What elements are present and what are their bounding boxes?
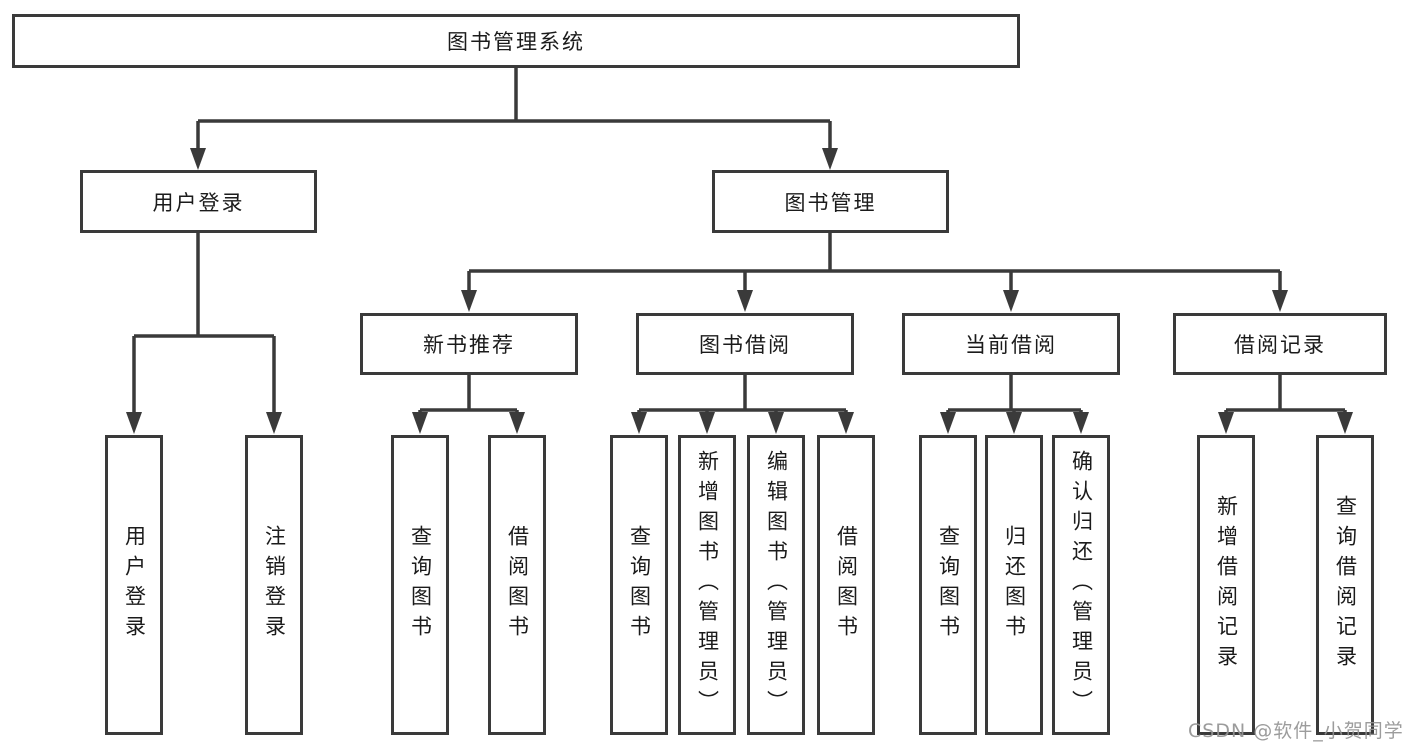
arrowhead-icon [737, 290, 753, 312]
node-leaf-borrow-books-borrowing: 借阅图书 [817, 435, 875, 735]
node-user-login: 用户登录 [80, 170, 317, 233]
edge-userlogin-to-leaves [132, 233, 276, 416]
node-leaf-query-borrow-record: 查询借阅记录 [1316, 435, 1374, 735]
arrowhead-icon [699, 412, 715, 434]
arrowhead-icon [631, 412, 647, 434]
node-leaf-confirm-return-admin: 确认归还（管理员） [1052, 435, 1110, 735]
arrowhead-icon [1272, 290, 1288, 312]
node-book-management: 图书管理 [712, 170, 949, 233]
edge-bookmgmt-to-level3 [467, 233, 1282, 294]
arrowhead-icon [822, 148, 838, 170]
arrowhead-icon [1073, 412, 1089, 434]
node-leaf-return-book: 归还图书 [985, 435, 1043, 735]
arrowhead-icon [1218, 412, 1234, 434]
node-leaf-query-books-recommend: 查询图书 [391, 435, 449, 735]
arrowhead-icon [461, 290, 477, 312]
arrowhead-icon [1337, 412, 1353, 434]
node-leaf-logout: 注销登录 [245, 435, 303, 735]
node-leaf-add-borrow-record: 新增借阅记录 [1197, 435, 1255, 735]
node-leaf-edit-book-admin: 编辑图书（管理员） [747, 435, 805, 735]
arrowhead-icon [768, 412, 784, 434]
arrowhead-icon [1003, 290, 1019, 312]
edge-borrowing-to-leaves [637, 375, 848, 416]
edge-root-to-level2 [196, 68, 832, 152]
edge-current-to-leaves [946, 375, 1083, 416]
node-leaf-user-login: 用户登录 [105, 435, 163, 735]
edge-newrec-to-leaves [418, 375, 519, 416]
arrowhead-icon [126, 412, 142, 434]
arrowhead-icon [838, 412, 854, 434]
node-leaf-add-book-admin: 新增图书（管理员） [678, 435, 736, 735]
arrowhead-icon [266, 412, 282, 434]
node-book-borrowing: 图书借阅 [636, 313, 854, 375]
csdn-watermark: CSDN @软件_小贺同学 [1188, 720, 1404, 742]
node-library-system: 图书管理系统 [12, 14, 1020, 68]
arrowhead-icon [509, 412, 525, 434]
arrowhead-icon [940, 412, 956, 434]
arrowhead-icon [1006, 412, 1022, 434]
node-leaf-query-books-current: 查询图书 [919, 435, 977, 735]
edge-records-to-leaves [1224, 375, 1347, 416]
node-new-book-recommend: 新书推荐 [360, 313, 578, 375]
arrowhead-icon [412, 412, 428, 434]
node-current-borrowing: 当前借阅 [902, 313, 1120, 375]
arrowhead-icon [190, 148, 206, 170]
node-borrowing-records: 借阅记录 [1173, 313, 1387, 375]
node-leaf-borrow-books-recommend: 借阅图书 [488, 435, 546, 735]
node-leaf-query-books-borrowing: 查询图书 [610, 435, 668, 735]
